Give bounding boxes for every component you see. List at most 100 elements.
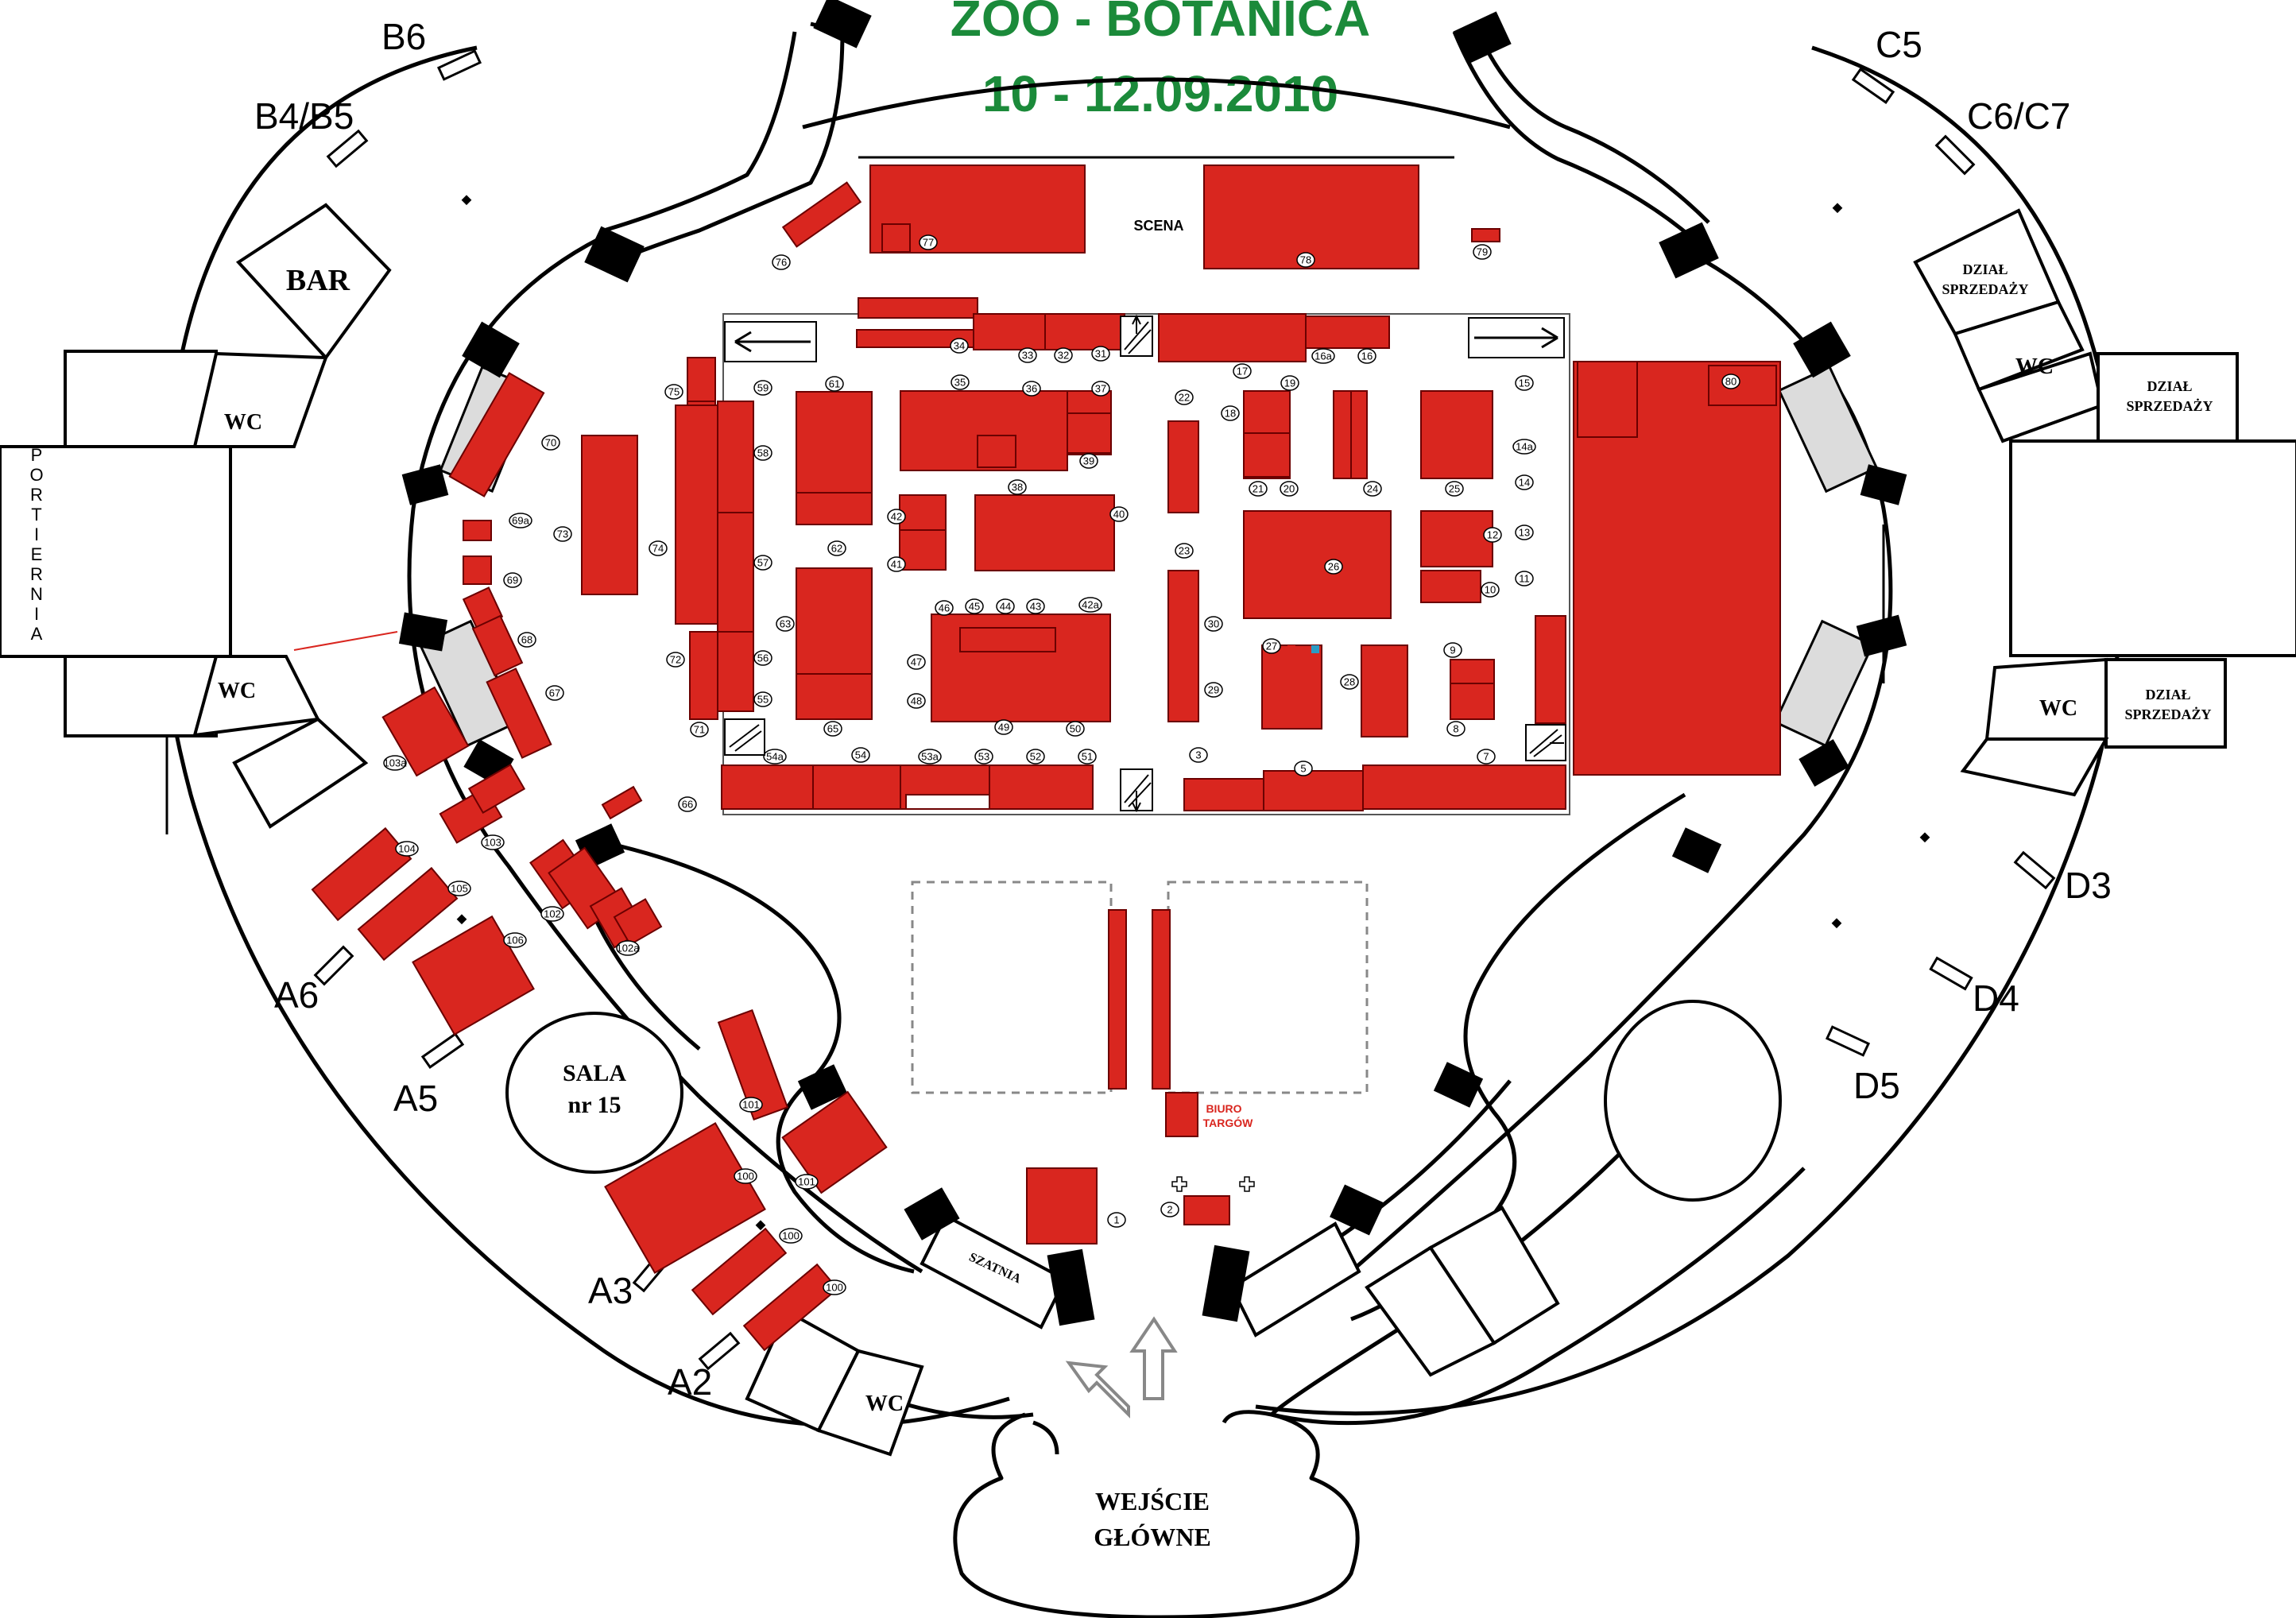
booth[interactable] [1152, 909, 1171, 1090]
booth[interactable] [781, 1090, 888, 1194]
booth-number-74: 74 [649, 540, 668, 556]
booth[interactable] [742, 1263, 839, 1352]
booth[interactable] [781, 181, 862, 248]
booth[interactable] [471, 614, 524, 677]
booth[interactable] [717, 1008, 789, 1121]
booth[interactable] [691, 1227, 788, 1316]
booth-number-bubble [1515, 375, 1534, 391]
booth-number-bubble [1079, 453, 1098, 469]
doorway [904, 1187, 960, 1241]
booth-number-27: 27 [1262, 638, 1281, 654]
booth[interactable] [796, 673, 873, 720]
booth[interactable] [463, 555, 492, 585]
booth[interactable] [1167, 420, 1199, 513]
booth[interactable] [899, 529, 947, 571]
booth-number-bubble [1107, 1212, 1126, 1228]
booth-number-101: 101 [795, 1174, 819, 1190]
gate-label-d4: D4 [1973, 977, 2019, 1019]
booth[interactable] [604, 1122, 766, 1274]
booth[interactable] [899, 494, 947, 532]
booth[interactable] [1026, 1167, 1098, 1244]
booth[interactable] [1471, 228, 1500, 242]
booth[interactable] [1108, 909, 1127, 1090]
booth-number-label: 72 [670, 654, 681, 666]
booth[interactable] [812, 764, 901, 810]
booth-number-label: 47 [911, 656, 922, 668]
booth-number-label: 13 [1519, 527, 1530, 539]
booth-number-label: 102 [544, 908, 561, 920]
booth-number-102: 102 [540, 906, 564, 922]
booth[interactable] [1167, 570, 1199, 722]
booth-number-bubble [1054, 347, 1073, 363]
booth[interactable] [1420, 510, 1493, 567]
booth-number-22: 22 [1175, 389, 1194, 405]
booth[interactable] [717, 631, 754, 712]
booth[interactable] [1535, 615, 1566, 724]
booth[interactable] [689, 631, 718, 720]
booth-number-bubble [540, 906, 564, 922]
booth[interactable] [1420, 390, 1493, 479]
booth[interactable] [989, 764, 1094, 810]
booth[interactable] [721, 764, 814, 810]
booth[interactable] [1450, 683, 1495, 720]
booth[interactable] [796, 492, 873, 525]
booth[interactable] [1183, 1195, 1230, 1225]
gate-label-d3: D3 [2065, 865, 2112, 906]
booth[interactable] [1362, 764, 1566, 810]
booth-number-bubble [823, 721, 842, 737]
booth[interactable] [1183, 778, 1264, 811]
booth[interactable] [1708, 365, 1777, 406]
booth-number-69: 69 [503, 572, 522, 588]
booth[interactable] [463, 520, 492, 541]
booth[interactable] [717, 401, 754, 513]
booth[interactable] [381, 686, 470, 777]
booth[interactable] [467, 763, 526, 815]
booth-number-bubble [1026, 749, 1045, 764]
booth[interactable] [601, 785, 643, 820]
booth[interactable] [1067, 412, 1112, 454]
booth[interactable] [974, 494, 1115, 571]
booth[interactable] [1165, 1092, 1198, 1137]
booth-number-14: 14 [1515, 474, 1534, 490]
booth[interactable] [1333, 390, 1352, 479]
booth[interactable] [1158, 313, 1307, 362]
booth[interactable] [357, 866, 459, 962]
booth-number-bubble [664, 384, 683, 400]
booth[interactable] [977, 435, 1016, 468]
booth[interactable] [717, 512, 754, 633]
booth[interactable] [581, 435, 638, 595]
booth[interactable] [412, 915, 535, 1036]
booth[interactable] [675, 404, 720, 625]
booth[interactable] [858, 297, 978, 319]
booth[interactable] [448, 372, 545, 497]
booth[interactable] [486, 668, 552, 759]
booth-number-17: 17 [1233, 363, 1252, 379]
office-label-1: BIURO [1206, 1102, 1241, 1115]
booth[interactable] [959, 627, 1056, 652]
booth[interactable] [687, 357, 716, 402]
booth-number-43: 43 [1026, 598, 1045, 614]
booth[interactable] [1261, 644, 1322, 730]
booth[interactable] [1577, 361, 1638, 438]
booth[interactable] [613, 898, 663, 946]
booth-number-label: 80 [1725, 376, 1737, 388]
booth[interactable] [1243, 432, 1291, 478]
booth[interactable] [1420, 570, 1481, 603]
first-aid-cross-icon [1239, 1176, 1255, 1192]
booth[interactable] [1263, 770, 1364, 811]
booth-number-label: 12 [1487, 529, 1498, 541]
booth[interactable] [973, 313, 1046, 350]
booth-number-73: 73 [553, 526, 572, 542]
booth[interactable] [311, 826, 412, 922]
booth[interactable] [1044, 313, 1125, 350]
booth-number-label: 42a [1082, 599, 1099, 611]
booth[interactable] [1203, 165, 1419, 269]
booth[interactable] [1361, 644, 1408, 737]
booth[interactable] [1305, 315, 1390, 349]
booth-number-bubble [1078, 749, 1097, 764]
doorway [1047, 1248, 1095, 1326]
booth[interactable] [1243, 510, 1392, 619]
booth[interactable] [881, 223, 911, 253]
booth-number-bubble [1189, 747, 1208, 763]
